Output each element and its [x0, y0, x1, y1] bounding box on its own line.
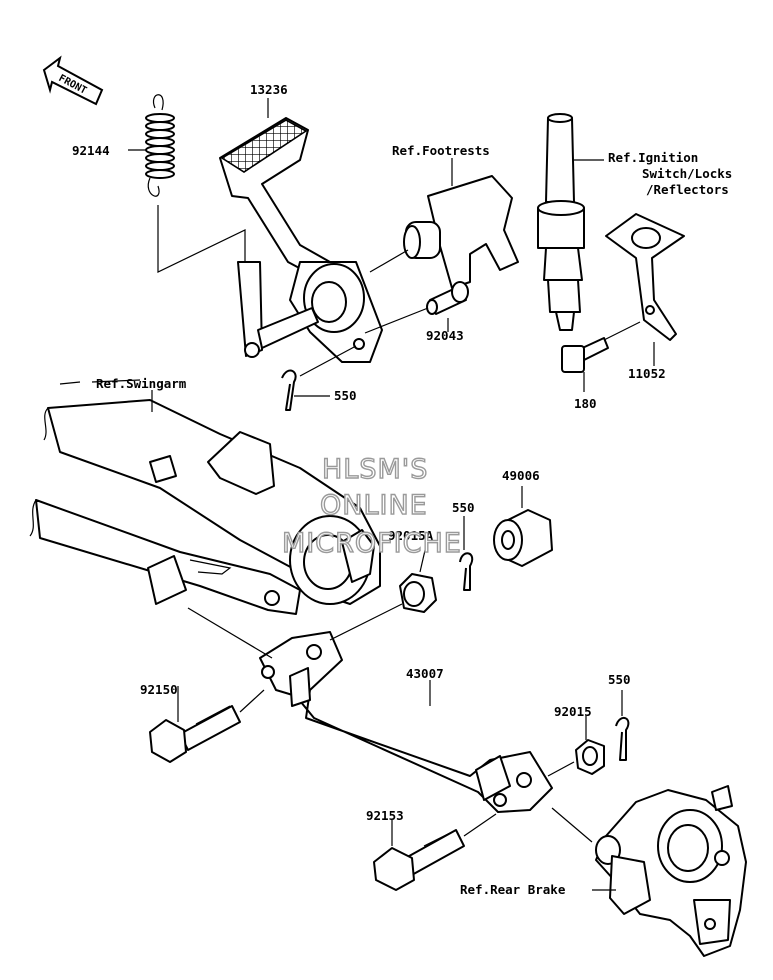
label-ref-ignition-1: Ref.Ignition — [608, 150, 698, 165]
label-92153: 92153 — [366, 808, 404, 823]
label-43007: 43007 — [406, 666, 444, 681]
rear-brake-caliper — [595, 785, 747, 957]
label-13236: 13236 — [250, 82, 288, 97]
spring-92144 — [145, 94, 175, 197]
label-180: 180 — [574, 396, 597, 411]
label-ref-ignition-2: Switch/Locks — [642, 166, 732, 181]
nut-92015 — [575, 739, 605, 775]
label-92015A: 92015A — [388, 528, 434, 543]
swingarm-lower — [29, 499, 301, 615]
assembly-line-footrest — [369, 249, 409, 273]
ignition-switch — [537, 113, 585, 331]
bolt-92153 — [373, 829, 465, 891]
assembly-line-bolt-92153 — [463, 813, 497, 837]
label-49006: 49006 — [502, 468, 540, 483]
assembly-line-spring — [157, 205, 246, 273]
brake-rod-43007 — [259, 631, 553, 813]
label-ref-footrests: Ref.Footrests — [392, 143, 490, 158]
watermark-line-3: MICROFICHE — [282, 528, 462, 559]
assembly-line-cotter-top — [299, 345, 357, 377]
assembly-line-rod-right — [329, 603, 403, 641]
nut-92015A — [399, 573, 437, 613]
bushing-49006 — [493, 509, 553, 567]
label-550-top: 550 — [334, 388, 357, 403]
front-arrow-icon: FRONT — [42, 55, 104, 106]
bolt-92150 — [149, 705, 241, 763]
cotter-pin-550-top — [281, 369, 297, 411]
label-550-right: 550 — [608, 672, 631, 687]
label-550-mid: 550 — [452, 500, 475, 515]
label-92015: 92015 — [554, 704, 592, 719]
label-92150: 92150 — [140, 682, 178, 697]
assembly-line-bolt-92150 — [239, 689, 265, 713]
label-ref-rear-brake: Ref.Rear Brake — [460, 882, 566, 897]
bolt-180 — [561, 337, 609, 373]
brake-pedal-13236 — [219, 117, 383, 363]
assembly-line-rod-left — [187, 607, 273, 659]
assembly-line-nut-92015 — [547, 761, 575, 777]
label-ref-swingarm: Ref.Swingarm — [96, 376, 187, 391]
label-92144: 92144 — [72, 143, 110, 158]
cotter-pin-550-right — [615, 716, 630, 761]
bracket-11052 — [605, 213, 685, 341]
assembly-line-caliper — [551, 807, 593, 843]
label-92043: 92043 — [426, 328, 464, 343]
cotter-pin-550-mid — [459, 552, 474, 591]
label-ref-ignition-3: /Reflectors — [646, 182, 729, 197]
footrest-bracket — [403, 175, 519, 289]
assembly-line-pin — [364, 307, 429, 334]
leader-92015A — [419, 545, 427, 573]
pin-92043 — [426, 281, 469, 315]
swingarm — [43, 379, 381, 605]
watermark-line-1: HLSM'S — [322, 454, 428, 485]
label-11052: 11052 — [628, 366, 666, 381]
watermark-line-2: ONLINE — [320, 490, 428, 521]
assembly-line-bolt-180 — [603, 321, 641, 341]
